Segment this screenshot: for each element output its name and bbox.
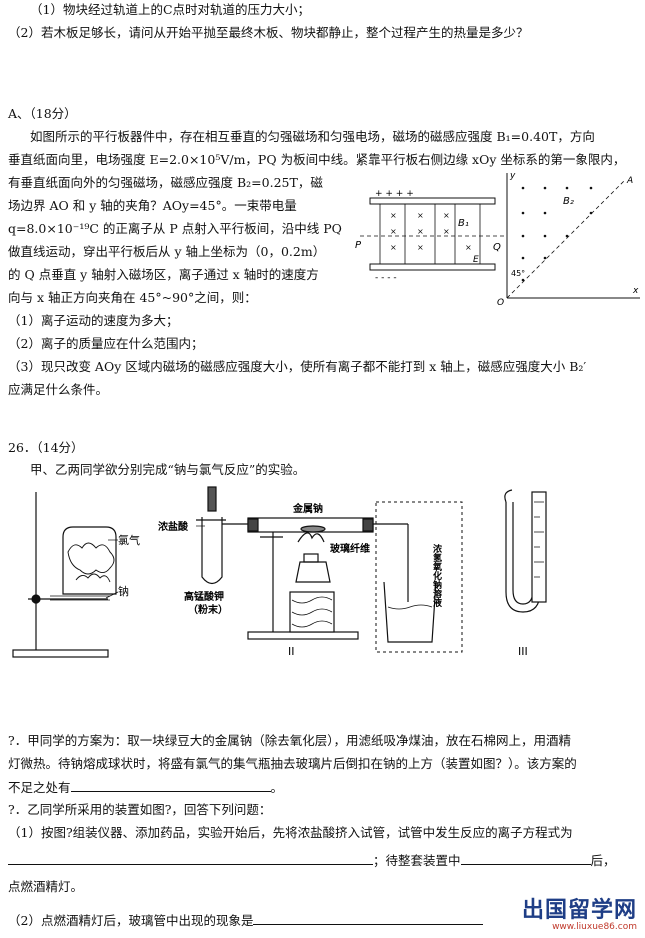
problem-26-heading: 26．（14分） [8,440,84,455]
answer-blank-4[interactable] [253,912,484,925]
label-na-metal: 金属钠 [292,502,323,515]
q-yi-line: ?．乙同学所采用的装置如图?，回答下列问题： [8,802,272,817]
label-b2: B₂ [563,196,574,207]
parallel-plate-figure: + + + + - - - - × × × × × × × × × P Q B₁ E y x… [355,171,640,308]
problem-a-line-3: 有垂直纸面向外的匀强磁场，磁感应强度 B₂=0.25T，磁 [8,175,323,190]
fig1-jar [62,526,117,595]
label-q: Q [493,242,501,253]
label-chlorine: 氯气 [118,533,140,547]
fig2-test-tube [196,486,226,585]
label-e: E [473,255,479,265]
problem-a-line-2: 垂直纸面向里，电场强度 E=2.0×10⁵V/m，PQ 为板间中线。紧靠平行板右… [8,152,626,167]
fig2-glass-tube [222,517,409,602]
label-fig2: II [288,645,295,658]
answer-blank-3[interactable] [460,852,591,865]
svg-text:×: × [465,243,472,252]
q1-line-b: ；待整套装置中 后， [8,852,616,869]
q2-line-chem: （2）点燃酒精灯后，玻璃管中出现的现象是 [8,912,484,929]
svg-text:×: × [417,227,424,236]
label-kmno4: 高锰酸钾 [184,590,224,603]
label-powder: （粉末） [188,603,228,616]
watermark-text: 出国留学网 [521,898,637,923]
label-a: A [626,176,633,186]
plus-signs: + + + + [375,189,414,199]
top-plate [369,197,496,205]
svg-text:×: × [417,211,424,220]
svg-text:×: × [443,211,450,220]
svg-text:×: × [417,243,424,252]
svg-text:×: × [390,243,397,252]
fig2-absorber [375,501,463,653]
label-fig3: III [518,645,528,658]
problem-a-sub-2: （2）离子的质量应在什么范围内； [8,336,204,351]
answer-blank-2[interactable] [8,852,373,865]
problem-a-line-8: 向与 x 轴正方向夹角在 45°~90°之间，则： [8,290,257,305]
label-hcl: 浓盐酸 [158,520,189,533]
apparatus-figure: 氯气 钠 浓盐酸 高锰酸钾 （粉末） 金属钠 玻璃纤维 II 浓氢氧化钠 [12,486,547,658]
q2-chem-text: （2）点燃酒精灯后，玻璃管中出现的现象是 [8,913,254,928]
q1-text-b: ；待整套装置中 [373,853,461,868]
label-glass-fiber: 玻璃纤维 [330,542,370,555]
watermark-url: www.liuxue86.com [552,922,637,932]
q2-line: （2）若木板足够长，请问从开始平抛至最终木板、物块都静止，整个过程产生的热量是多… [8,25,529,40]
svg-text:×: × [443,227,450,236]
problem-a-sub-4: 应满足什么条件。 [8,382,109,397]
answer-blank-1[interactable] [70,779,271,792]
label-x: x [632,286,639,296]
q-jia-line-3: 不足之处有。 [8,779,284,795]
fig1-stand [12,492,109,658]
q-jia-line-2: 灯微热。待钠熔成球状时，将盛有氯气的集气瓶抽去玻璃片后倒扣在钠的上方（装置如图？… [8,756,577,771]
problem-a-line-1: 如图所示的平行板器件中，存在相互垂直的匀强磁场和匀强电场，磁场的磁感应强度 B₁… [30,129,595,144]
problem-a-line-5: q=8.0×10⁻¹⁹C 的正离子从 P 点射入平行板间，沿中线 PQ [8,221,342,236]
fig2-burner [289,532,335,633]
problem-a-heading: A、（18分） [8,106,77,121]
problem-a-line-7: 的 Q 点垂直 y 轴射入磁场区，离子通过 x 轴时的速度方 [8,267,319,282]
b1-crosses: × × × × × × × × × [390,211,472,252]
label-p: P [355,240,362,251]
field-lines [379,204,481,264]
bottom-plate [369,263,496,271]
problem-a-sub-1: （1）离子运动的速度为多大； [8,313,179,328]
b2-dots [521,186,593,282]
q1-line-a: （1）按图?组装仪器、添加药品，实验开始后，先将浓盐酸挤入试管，试管中发生反应的… [8,825,573,840]
watermark-logo: 出国留学网 www.liuxue86.com [522,892,637,932]
q1-text-c: 后， [590,853,616,868]
q-jia-line-1: ?．甲同学的方案为：取一块绿豆大的金属钠（除去氧化层），用滤纸吸净煤油，放在石棉… [8,733,571,748]
label-naoh: 浓氢氧化钠溶液 [431,543,443,608]
fig3-manometer [504,489,547,613]
label-angle: 45° [511,269,525,278]
label-o: O [497,298,504,308]
label-b1: B₁ [458,218,469,229]
q1-line-d: 点燃酒精灯。 [8,879,84,894]
svg-text:×: × [390,211,397,220]
problem-a-sub-3: （3）现只改变 AOy 区域内磁场的磁感应强度大小，使所有离子都不能打到 x 轴… [8,359,587,374]
q-jia-line-3-text: 不足之处有 [8,780,71,795]
problem-a-line-6: 做直线运动，穿出平行板后从 y 轴上坐标为（0，0.2m） [8,244,326,259]
label-sodium: 钠 [118,584,129,598]
minus-signs: - - - - [375,273,397,283]
problem-26-intro: 甲、乙两同学欲分别完成“钠与氯气反应”的实验。 [30,462,306,477]
fig1-gauze [50,595,110,601]
problem-a-line-4: 场边界 AO 和 y 轴的夹角？AOy=45°。一束带电量 [8,198,297,213]
svg-text:×: × [390,227,397,236]
label-y: y [509,171,516,181]
q1-line: （1）物块经过轨道上的C点时对轨道的压力大小； [30,2,311,17]
